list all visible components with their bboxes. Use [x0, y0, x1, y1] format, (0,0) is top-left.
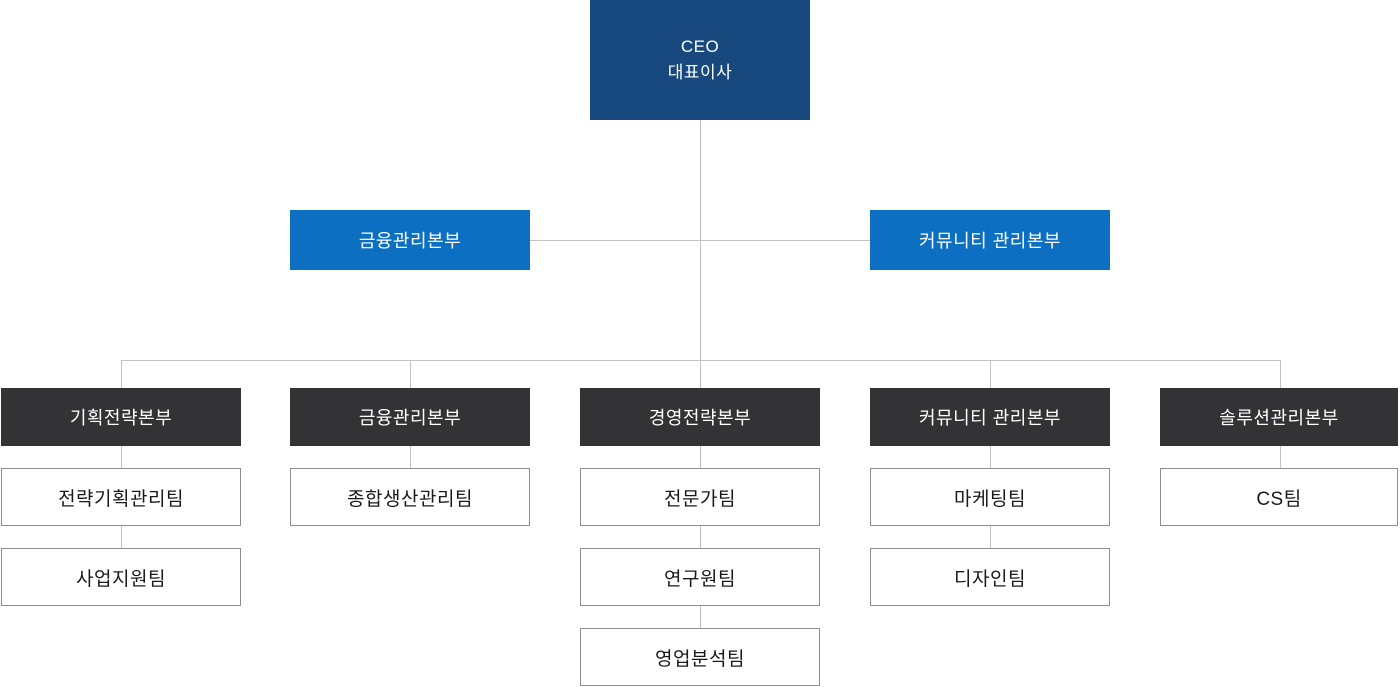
org-node-team: 영업분석팀	[580, 628, 820, 686]
org-node-team: CS팀	[1160, 468, 1398, 526]
org-node-team: 연구원팀	[580, 548, 820, 606]
org-node-team: 디자인팀	[870, 548, 1110, 606]
org-node-division: 경영전략본부	[580, 388, 820, 446]
division-label: 커뮤니티 관리본부	[919, 408, 1061, 428]
connector-team-stub	[990, 446, 991, 468]
org-node-team: 마케팅팀	[870, 468, 1110, 526]
connector-team-stub	[990, 526, 991, 548]
division-label: 솔루션관리본부	[1219, 408, 1339, 428]
connector-division-stub	[410, 360, 411, 388]
connector-team-stub	[121, 446, 122, 468]
connector-team-stub	[410, 446, 411, 468]
team-label: 디자인팀	[954, 568, 1026, 590]
connector-divisions-horizontal	[121, 360, 1280, 361]
ceo-title: CEO	[680, 37, 720, 56]
team-label: 마케팅팀	[954, 488, 1026, 510]
connector-division-stub	[990, 360, 991, 388]
connector-team-stub	[700, 446, 701, 468]
org-node-team: 전략기획관리팀	[1, 468, 241, 526]
team-label: CS팀	[1256, 488, 1302, 510]
org-node-division: 솔루션관리본부	[1160, 388, 1398, 446]
org-node-team: 사업지원팀	[1, 548, 241, 606]
org-node-division: 커뮤니티 관리본부	[870, 388, 1110, 446]
team-label: 영업분석팀	[655, 648, 745, 670]
connector-staff-horizontal	[530, 240, 870, 241]
connector-division-stub	[121, 360, 122, 388]
org-node-staff-division: 커뮤니티 관리본부	[870, 210, 1110, 270]
team-label: 사업지원팀	[76, 568, 166, 590]
division-label: 금융관리본부	[358, 408, 462, 428]
org-node-division: 금융관리본부	[290, 388, 530, 446]
team-label: 전문가팀	[664, 488, 736, 510]
org-node-staff-division: 금융관리본부	[290, 210, 530, 270]
staff-division-label: 커뮤니티 관리본부	[919, 231, 1061, 251]
division-label: 경영전략본부	[648, 408, 752, 428]
connector-team-stub	[121, 526, 122, 548]
team-label: 종합생산관리팀	[347, 488, 473, 510]
division-label: 기획전략본부	[69, 408, 173, 428]
staff-division-label: 금융관리본부	[358, 231, 462, 251]
connector-team-stub	[700, 606, 701, 628]
connector-team-stub	[700, 526, 701, 548]
ceo-subtitle: 대표이사	[667, 63, 733, 82]
connector-team-stub	[1280, 446, 1281, 468]
org-node-ceo: CEO 대표이사	[590, 0, 810, 120]
org-node-division: 기획전략본부	[1, 388, 241, 446]
org-node-team: 전문가팀	[580, 468, 820, 526]
connector-division-stub	[1280, 360, 1281, 388]
team-label: 전략기획관리팀	[58, 488, 184, 510]
team-label: 연구원팀	[664, 568, 736, 590]
org-node-team: 종합생산관리팀	[290, 468, 530, 526]
connector-ceo-vertical	[700, 120, 701, 388]
